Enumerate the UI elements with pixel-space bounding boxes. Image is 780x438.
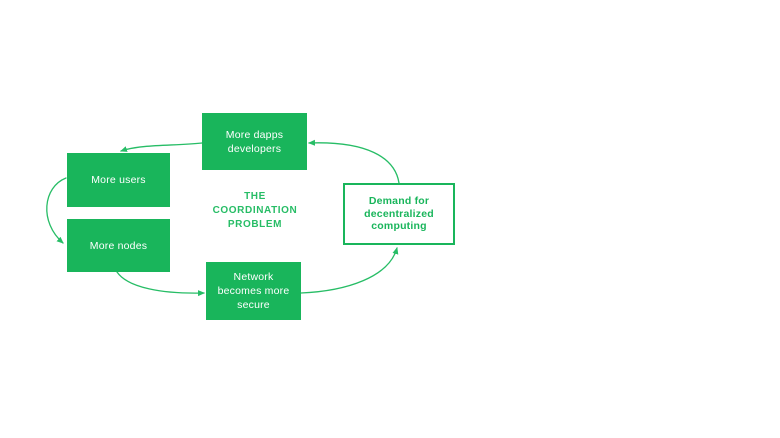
arrow-more-nodes-to-network-secure	[116, 271, 205, 297]
arrow-network-secure-to-demand	[300, 247, 399, 294]
arrow-more-users-to-more-nodes	[46, 177, 67, 244]
node-demand-for-decentralized-computing: Demand for decentralized computing	[343, 183, 455, 245]
center-label-coordination-problem: THE COORDINATION PROBLEM	[212, 191, 298, 230]
arrow-dapps-developers-to-more-users	[120, 142, 203, 152]
node-more-dapps-developers: More dapps developers	[202, 113, 307, 170]
node-more-nodes: More nodes	[67, 219, 170, 272]
node-more-users: More users	[67, 153, 170, 207]
arrow-demand-to-dapps-developers	[308, 139, 400, 184]
node-network-becomes-more-secure: Network becomes more secure	[206, 262, 301, 320]
